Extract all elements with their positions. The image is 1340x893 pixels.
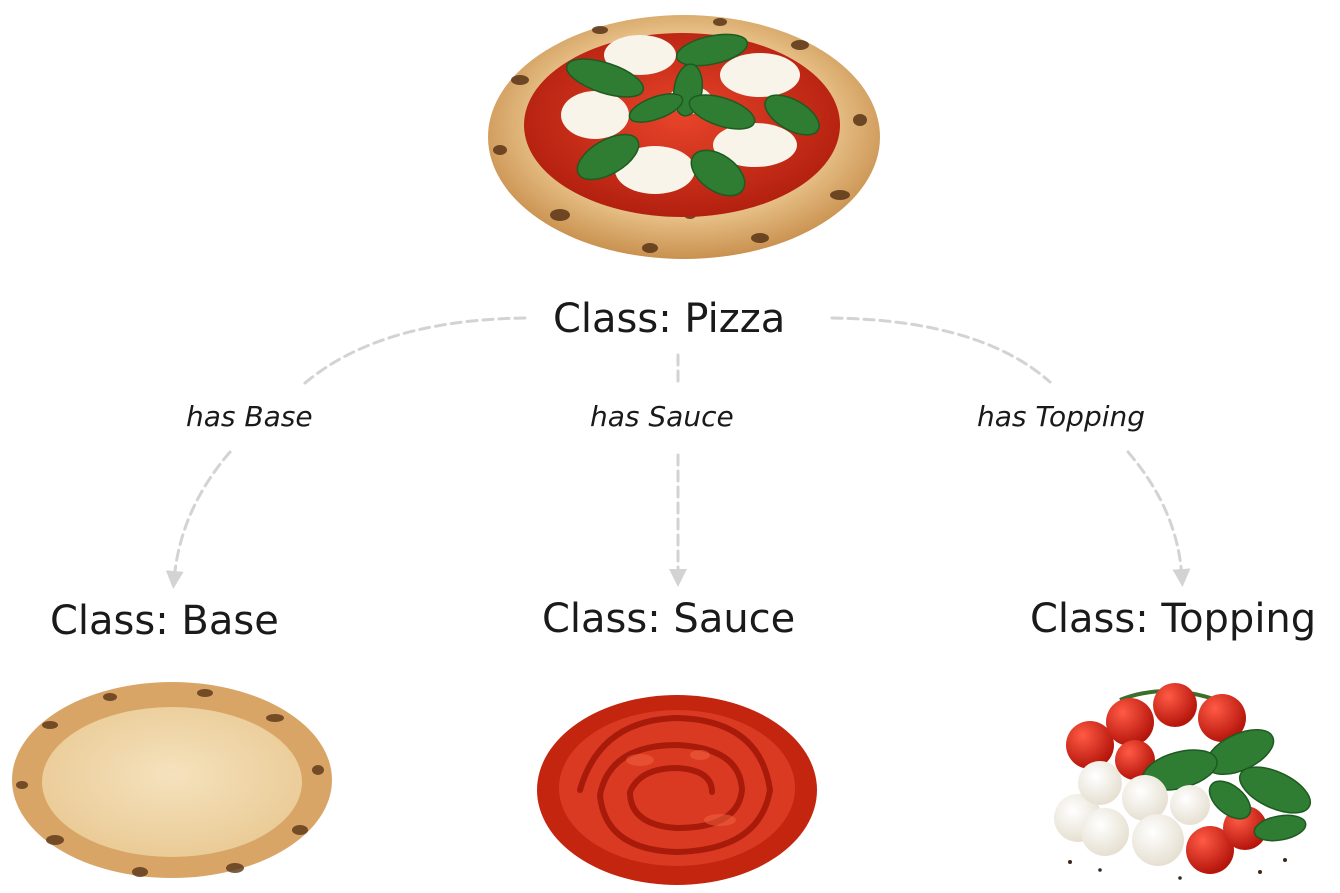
topping-class-label: Class: Topping bbox=[1030, 596, 1317, 642]
relation-label-has-base: has Base bbox=[186, 400, 313, 433]
relation-label-has-topping: has Topping bbox=[977, 400, 1146, 433]
topping-image bbox=[1054, 683, 1312, 880]
connector-has-topping-lower bbox=[1126, 450, 1191, 587]
connector-has-base-lower bbox=[165, 450, 232, 589]
sauce-class-label: Class: Sauce bbox=[542, 596, 796, 642]
base-class-label: Class: Base bbox=[50, 598, 279, 644]
connector-has-base-upper bbox=[303, 316, 527, 385]
connector-lines bbox=[165, 316, 1191, 589]
base-image bbox=[12, 682, 332, 878]
connector-has-topping-upper bbox=[830, 316, 1052, 384]
pizza-image bbox=[488, 15, 880, 259]
relation-label-has-sauce: has Sauce bbox=[590, 400, 734, 433]
sauce-image bbox=[537, 695, 817, 885]
root-class-label: Class: Pizza bbox=[553, 296, 786, 342]
